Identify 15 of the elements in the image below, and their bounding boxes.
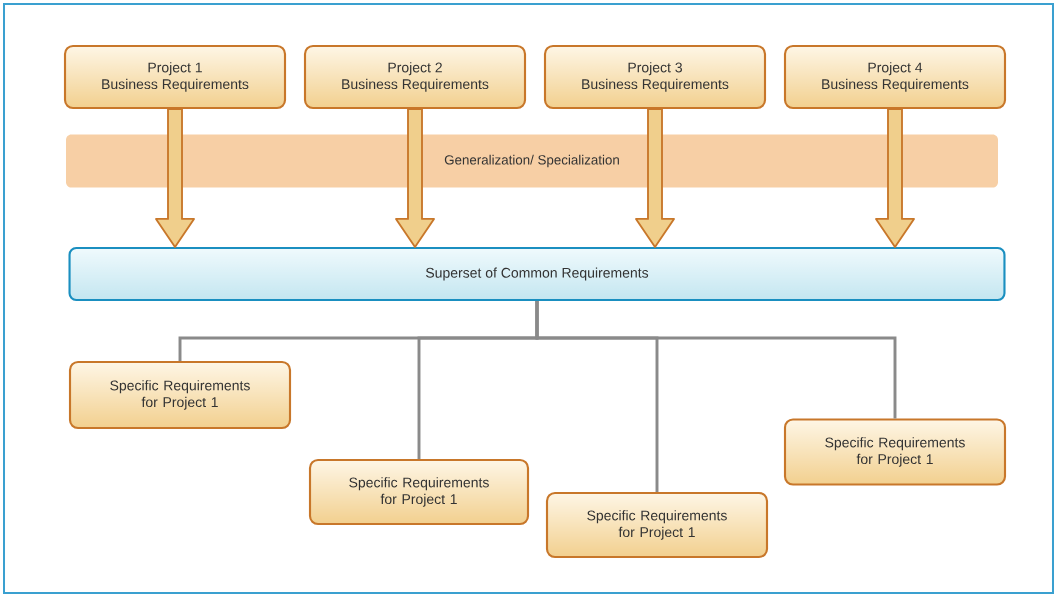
requirement-box: Specific Requirements for Project 1 (68, 360, 292, 430)
project-box: Project 3 Business Requirements (543, 44, 767, 110)
project-box: Project 1 Business Requirements (63, 44, 287, 110)
requirement-box: Specific Requirements for Project 1 (308, 458, 530, 526)
connector-line (535, 301, 897, 419)
requirement-box: Specific Requirements for Project 1 (545, 491, 769, 559)
block-arrow (635, 108, 675, 248)
requirement-box: Specific Requirements for Project 1 (783, 418, 1007, 486)
block-arrow (155, 108, 195, 248)
common-requirements-bar: Superset of Common Requirements (68, 246, 1006, 302)
project-box: Project 2 Business Requirements (303, 44, 527, 110)
project-box: Project 4 Business Requirements (783, 44, 1007, 110)
block-arrow (395, 108, 435, 248)
band: Generalization/ Specialization (66, 134, 998, 188)
block-arrow (875, 108, 915, 248)
